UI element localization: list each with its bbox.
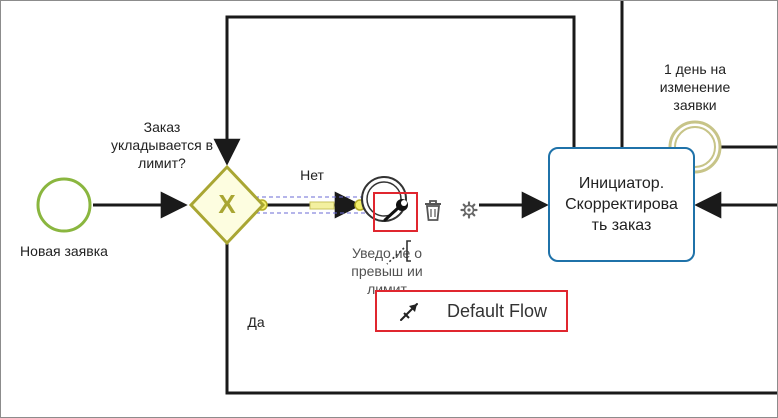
timer-label-line: заявки bbox=[673, 97, 717, 113]
flow-yes-label[interactable]: Да bbox=[247, 314, 265, 330]
wrench-icon[interactable] bbox=[378, 196, 412, 228]
connect-tool-highlight bbox=[373, 192, 418, 232]
gateway-x-symbol: X bbox=[218, 189, 236, 219]
gear-icon[interactable] bbox=[460, 201, 478, 219]
flow-loop-back-to-gateway[interactable] bbox=[213, 15, 576, 166]
flow-label-handle[interactable] bbox=[309, 201, 335, 210]
text-annotation-icon[interactable] bbox=[386, 240, 411, 265]
start-event-label: Новая заявка bbox=[20, 243, 108, 259]
popup-menu-item-default-flow[interactable]: Default Flow bbox=[375, 290, 568, 332]
event-label-line: Уведо ие о bbox=[352, 245, 422, 261]
gateway-label: Заказ укладывается в лимит? bbox=[97, 118, 227, 172]
flow-yes-down[interactable] bbox=[225, 243, 778, 395]
timer-label-line: изменение bbox=[659, 79, 731, 95]
gateway-label-line: Заказ bbox=[143, 119, 181, 135]
intermediate-event-label: Уведо ие о превыш ии лимит bbox=[327, 244, 447, 298]
flow-no-label[interactable]: Нет bbox=[300, 167, 324, 183]
gateway-label-line: лимит? bbox=[138, 155, 186, 171]
gateway-label-line: укладывается в bbox=[110, 137, 214, 153]
user-task[interactable]: Инициатор. Скорректирова ть заказ bbox=[548, 147, 695, 262]
timer-event-label: 1 день на изменение заявки bbox=[645, 60, 745, 114]
task-label: Инициатор. Скорректирова ть заказ bbox=[565, 175, 678, 234]
exclusive-gateway[interactable] bbox=[188, 164, 266, 246]
timer-label-line: 1 день на bbox=[663, 61, 727, 77]
intermediate-event-inner bbox=[366, 181, 402, 217]
default-flow-arrow-icon bbox=[400, 303, 418, 321]
start-event[interactable] bbox=[36, 177, 92, 233]
trash-icon[interactable] bbox=[425, 200, 441, 221]
event-label-line: превыш ии bbox=[351, 263, 423, 279]
popup-item-label: Default Flow bbox=[447, 300, 548, 321]
